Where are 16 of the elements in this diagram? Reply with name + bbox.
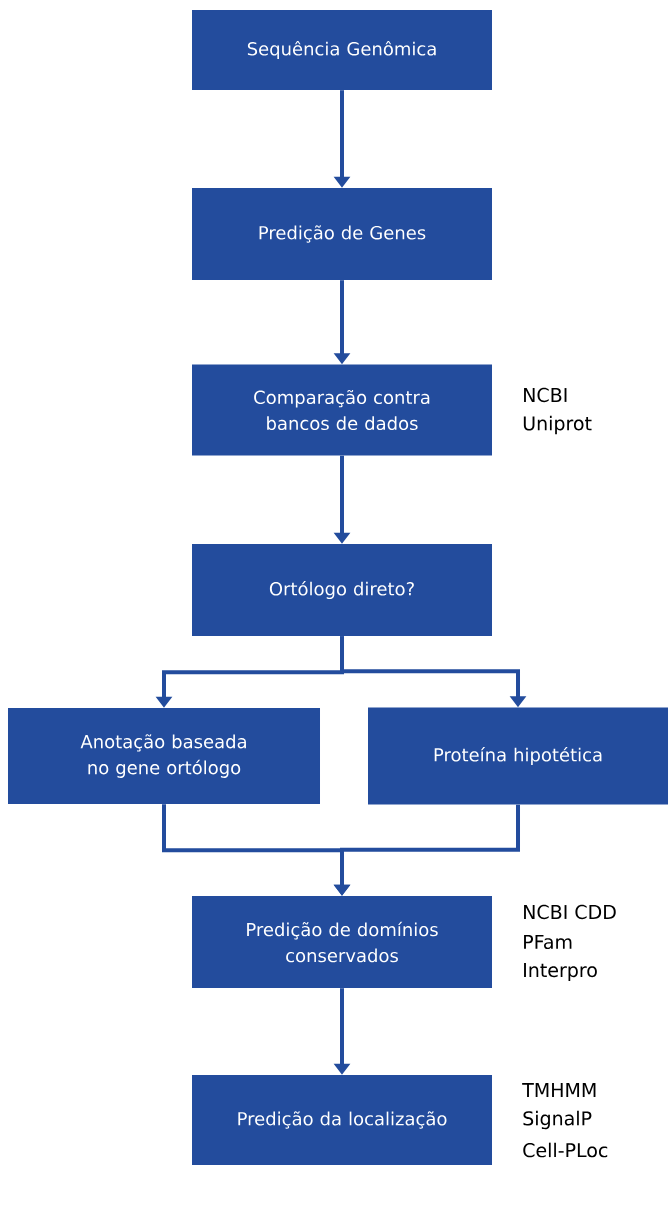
process-box: Proteína hipotética: [368, 707, 668, 805]
side-label: NCBI CDD: [524, 904, 616, 920]
side-label: NCBI: [524, 387, 567, 403]
process-box: Comparação contra bancos de dados: [192, 364, 492, 456]
side-label: Cell-PLoc: [523, 1142, 608, 1158]
process-box: Ortólogo direto?: [192, 544, 492, 636]
side-label: Uniprot: [523, 415, 592, 435]
side-label: Interpro: [524, 963, 597, 981]
side-label: PFam: [524, 934, 572, 950]
process-box: Predição de domínios conservados: [192, 896, 492, 988]
process-box: Sequência Genômica: [192, 10, 492, 90]
process-box: Anotação baseada no gene ortólogo: [8, 708, 320, 804]
process-box: Predição de Genes: [192, 188, 492, 280]
side-label: SignalP: [523, 1110, 592, 1130]
process-box: Predição da localização: [192, 1075, 492, 1165]
side-label: TMHMM: [522, 1083, 596, 1097]
